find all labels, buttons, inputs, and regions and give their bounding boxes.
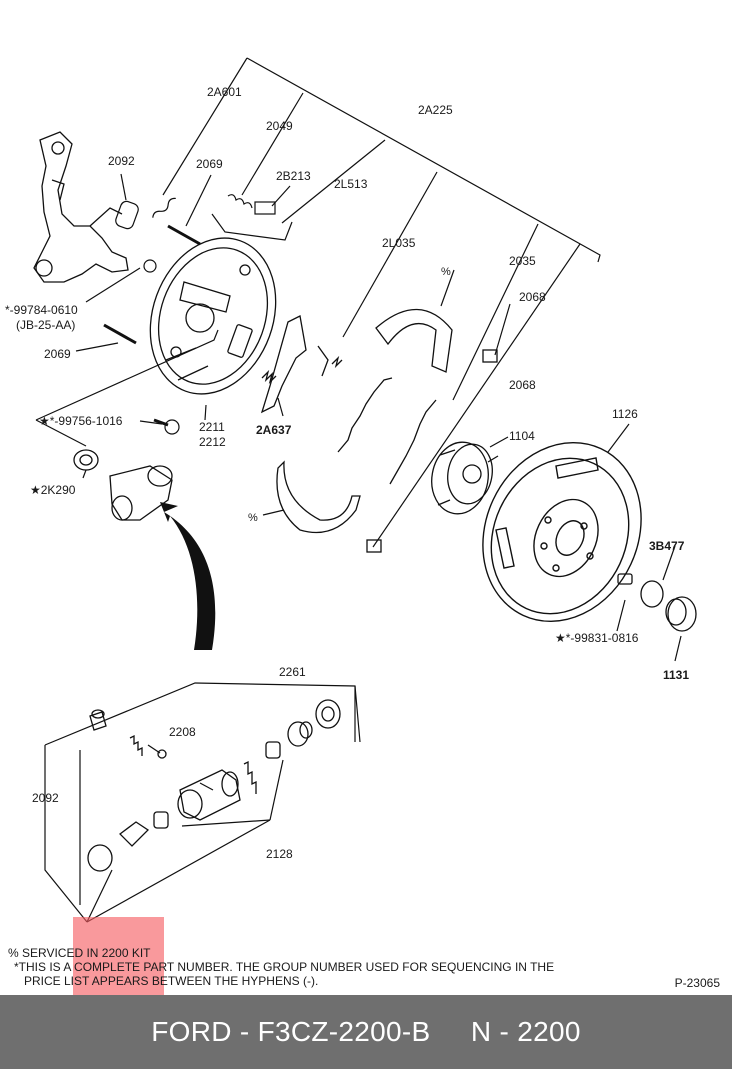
part-label-2092: 2092 <box>108 154 135 168</box>
part-label-2208: 2208 <box>169 725 196 739</box>
part-label-jb-25-aa: (JB-25-AA) <box>16 318 76 332</box>
part-label-2211: 2211 <box>199 420 225 434</box>
highlight-box <box>73 917 164 995</box>
serviced-mark-lower-shoe: % <box>248 512 258 524</box>
footnote-serviced: % SERVICED IN 2200 KIT <box>8 946 151 960</box>
footnote-complete-part: *THIS IS A COMPLETE PART NUMBER. THE GRO… <box>14 960 555 974</box>
part-label-2068-lower: 2068 <box>509 378 536 392</box>
part-label-2092-kit: 2092 <box>32 791 59 805</box>
part-label-2a601: 2A601 <box>207 85 242 99</box>
part-label-1126: 1126 <box>612 407 638 421</box>
part-label-99831-0816: ★*-99831-0816 <box>555 631 639 645</box>
part-label-2035: 2035 <box>509 254 536 268</box>
part-caption: FORD - F3CZ-2200-B N - 2200 <box>151 1016 581 1047</box>
drawing-id: P-23065 <box>674 976 720 990</box>
brake-exploded-diagram: 2A601 2049 2A225 2092 2069 2B213 2L513 2… <box>5 57 697 923</box>
part-label-2261: 2261 <box>279 665 306 679</box>
part-label-2b213: 2B213 <box>276 169 311 183</box>
part-label-1104: 1104 <box>509 429 535 443</box>
part-label-2212: 2212 <box>199 435 226 449</box>
part-label-99756-1016: ★*-99756-1016 <box>39 414 123 428</box>
part-label-2k290: ★2K290 <box>30 483 76 497</box>
part-label-2069-top: 2069 <box>196 157 223 171</box>
caption-bar: FORD - F3CZ-2200-B N - 2200 <box>0 995 732 1069</box>
footnotes: % SERVICED IN 2200 KIT *THIS IS A COMPLE… <box>8 946 554 988</box>
part-label-3b477: 3B477 <box>649 539 685 553</box>
part-label-2128: 2128 <box>266 847 293 861</box>
part-label-1131: 1131 <box>663 668 690 682</box>
part-label-2049: 2049 <box>266 119 293 133</box>
part-label-2l035: 2L035 <box>382 236 416 250</box>
serviced-mark-shoe: % <box>441 266 451 278</box>
part-label-2l513: 2L513 <box>334 177 368 191</box>
diagram-linework <box>33 57 697 923</box>
part-label-99784-0610: *-99784-0610 <box>5 303 78 317</box>
footnote-price-list: PRICE LIST APPEARS BETWEEN THE HYPHENS (… <box>24 974 319 988</box>
part-label-2a225: 2A225 <box>418 103 453 117</box>
part-label-2068-upper: 2068 <box>519 290 546 304</box>
part-label-2069-lower: 2069 <box>44 347 71 361</box>
part-label-2a637: 2A637 <box>256 423 292 437</box>
